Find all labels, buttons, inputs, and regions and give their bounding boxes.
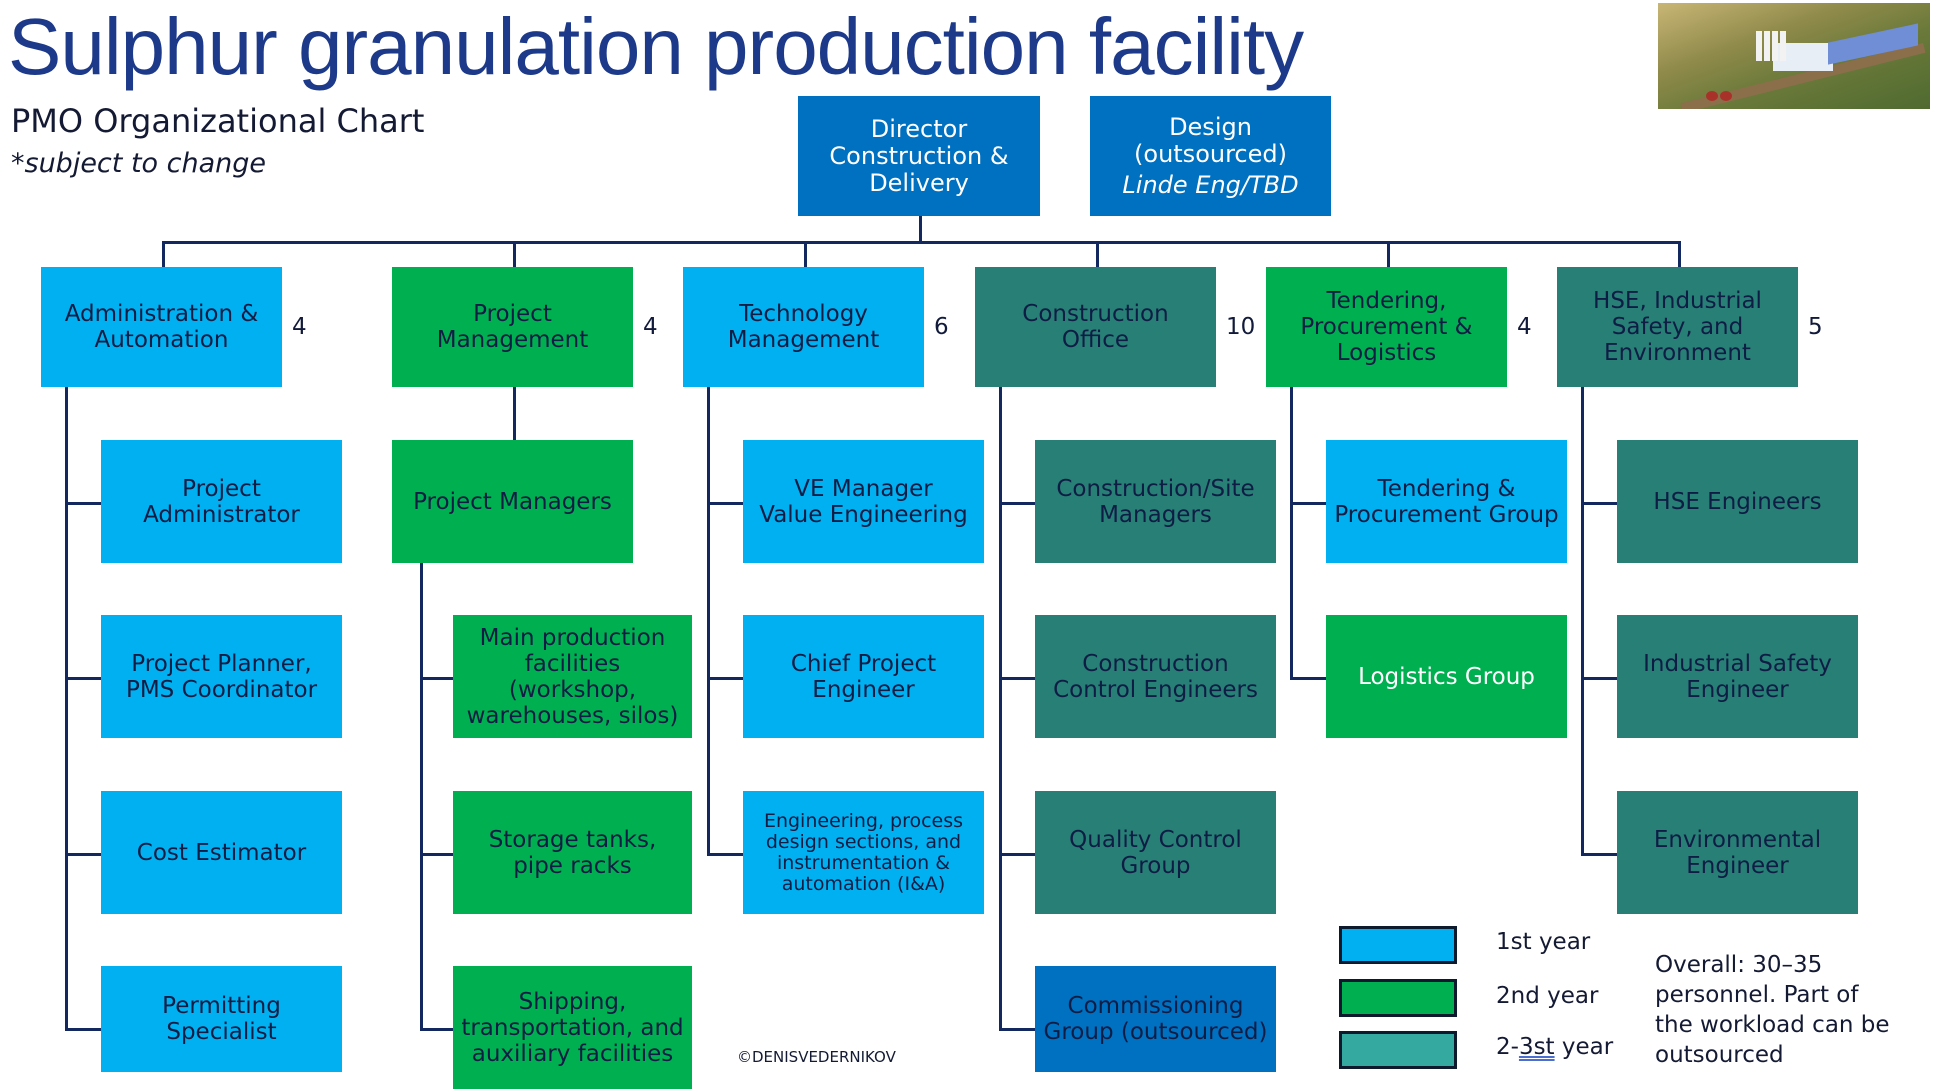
photo-silo (1772, 31, 1778, 61)
photo-tank (1706, 91, 1718, 101)
legend-label-text: 1st year (1496, 929, 1591, 955)
child-spine-line (999, 387, 1002, 1031)
personnel-summary: Overall: 30–35 personnel. Part of the wo… (1655, 952, 1890, 1068)
child-branch-line (999, 677, 1035, 680)
role-node[interactable]: Industrial Safety Engineer (1617, 615, 1858, 738)
grandchild-spine-line (420, 563, 423, 1028)
child-branch-line (1581, 502, 1617, 505)
department-drop-line (1678, 241, 1681, 267)
photo-silo (1756, 31, 1762, 61)
department-node[interactable]: Technology Management (683, 267, 924, 387)
child-branch-line (1581, 853, 1617, 856)
director-node[interactable]: Director Construction & Delivery (798, 96, 1040, 216)
role-node[interactable]: Quality Control Group (1035, 791, 1276, 914)
role-node[interactable]: Environmental Engineer (1617, 791, 1858, 914)
child-branch-line (999, 853, 1035, 856)
child-spine-line (65, 387, 68, 1031)
legend-swatch-year2 (1339, 979, 1457, 1017)
role-node[interactable]: Shipping, transportation, and auxiliary … (453, 966, 692, 1089)
child-branch-line (999, 502, 1035, 505)
department-headcount: 10 (1226, 314, 1256, 340)
department-node[interactable]: Construction Office (975, 267, 1216, 387)
child-branch-line (65, 853, 101, 856)
design-node-vendor: Linde Eng/TBD (1122, 170, 1299, 199)
role-node[interactable]: HSE Engineers (1617, 440, 1858, 563)
role-node[interactable]: Commissioning Group (outsourced) (1035, 966, 1276, 1072)
department-headcount: 4 (643, 314, 658, 340)
role-node[interactable]: Project Managers (392, 440, 633, 563)
department-headcount: 4 (1517, 314, 1532, 340)
legend-swatch-year2-3 (1339, 1031, 1457, 1069)
legend-label-text: 2- (1496, 1034, 1519, 1060)
child-branch-line (707, 677, 743, 680)
department-node[interactable]: Tendering, Procurement & Logistics (1266, 267, 1507, 387)
department-headcount: 5 (1808, 314, 1823, 340)
photo-silo (1780, 31, 1786, 61)
role-node[interactable]: Engineering, process design sections, an… (743, 791, 984, 914)
child-branch-line (65, 502, 101, 505)
grandchild-branch-line (420, 1028, 453, 1031)
role-node[interactable]: Cost Estimator (101, 791, 342, 914)
photo-silo (1764, 31, 1770, 61)
grandchild-branch-line (420, 677, 453, 680)
child-branch-line (1290, 677, 1326, 680)
child-branch-line (999, 1028, 1035, 1031)
facility-rendering-image (1658, 3, 1930, 109)
department-drop-line (1096, 241, 1099, 267)
role-node[interactable]: Storage tanks, pipe racks (453, 791, 692, 914)
role-node[interactable]: Main production facilities (workshop, wa… (453, 615, 692, 738)
child-branch-line (707, 853, 743, 856)
department-node[interactable]: HSE, Industrial Safety, and Environment (1557, 267, 1798, 387)
department-drop-line (804, 241, 807, 267)
role-node[interactable]: Logistics Group (1326, 615, 1567, 738)
child-spine-line (707, 387, 710, 856)
chart-subtitle: PMO Organizational Chart (11, 102, 425, 140)
child-branch-line (707, 502, 743, 505)
legend-label-year2: 2nd year (1496, 983, 1598, 1009)
child-branch-line (65, 1028, 101, 1031)
role-node[interactable]: Permitting Specialist (101, 966, 342, 1072)
child-spine-line (1290, 387, 1293, 680)
child-branch-line (1290, 502, 1326, 505)
department-drop-line (513, 241, 516, 267)
legend-swatch-year1 (1339, 926, 1457, 964)
legend-label-text: 2nd year (1496, 983, 1599, 1009)
subject-to-change-note: *subject to change (11, 148, 266, 179)
department-drop-line (1387, 241, 1390, 267)
child-spine-line (1581, 387, 1584, 856)
photo-tank (1720, 91, 1732, 101)
page-title: Sulphur granulation production facility (8, 2, 1304, 91)
role-node[interactable]: VE Manager Value Engineering (743, 440, 984, 563)
director-connector (919, 216, 922, 244)
role-node[interactable]: Construction/Site Managers (1035, 440, 1276, 563)
department-node[interactable]: Project Management (392, 267, 633, 387)
design-node[interactable]: Design (outsourced) Linde Eng/TBD (1090, 96, 1331, 216)
role-node[interactable]: Project Planner, PMS Coordinator (101, 615, 342, 738)
child-drop-line (513, 387, 516, 440)
role-node[interactable]: Tendering & Procurement Group (1326, 440, 1567, 563)
child-branch-line (65, 677, 101, 680)
department-headcount: 6 (934, 314, 949, 340)
design-node-title: Design (outsourced) (1134, 112, 1287, 168)
legend-label-year2-3: 2-3st year (1496, 1034, 1613, 1060)
department-headcount: 4 (292, 314, 307, 340)
legend-label-year1: 1st year (1496, 929, 1590, 955)
copyright: ©DENISVEDERNIKOV (737, 1048, 896, 1066)
department-node[interactable]: Administration & Automation (41, 267, 282, 387)
role-node[interactable]: Project Administrator (101, 440, 342, 563)
department-drop-line (162, 241, 165, 267)
legend-label-spellcheck-underlined: 3st (1518, 1034, 1555, 1060)
legend-label-text: year (1554, 1034, 1614, 1060)
role-node[interactable]: Construction Control Engineers (1035, 615, 1276, 738)
grandchild-branch-line (420, 853, 453, 856)
department-bus-line (162, 241, 1681, 244)
role-node[interactable]: Chief Project Engineer (743, 615, 984, 738)
child-branch-line (1581, 677, 1617, 680)
